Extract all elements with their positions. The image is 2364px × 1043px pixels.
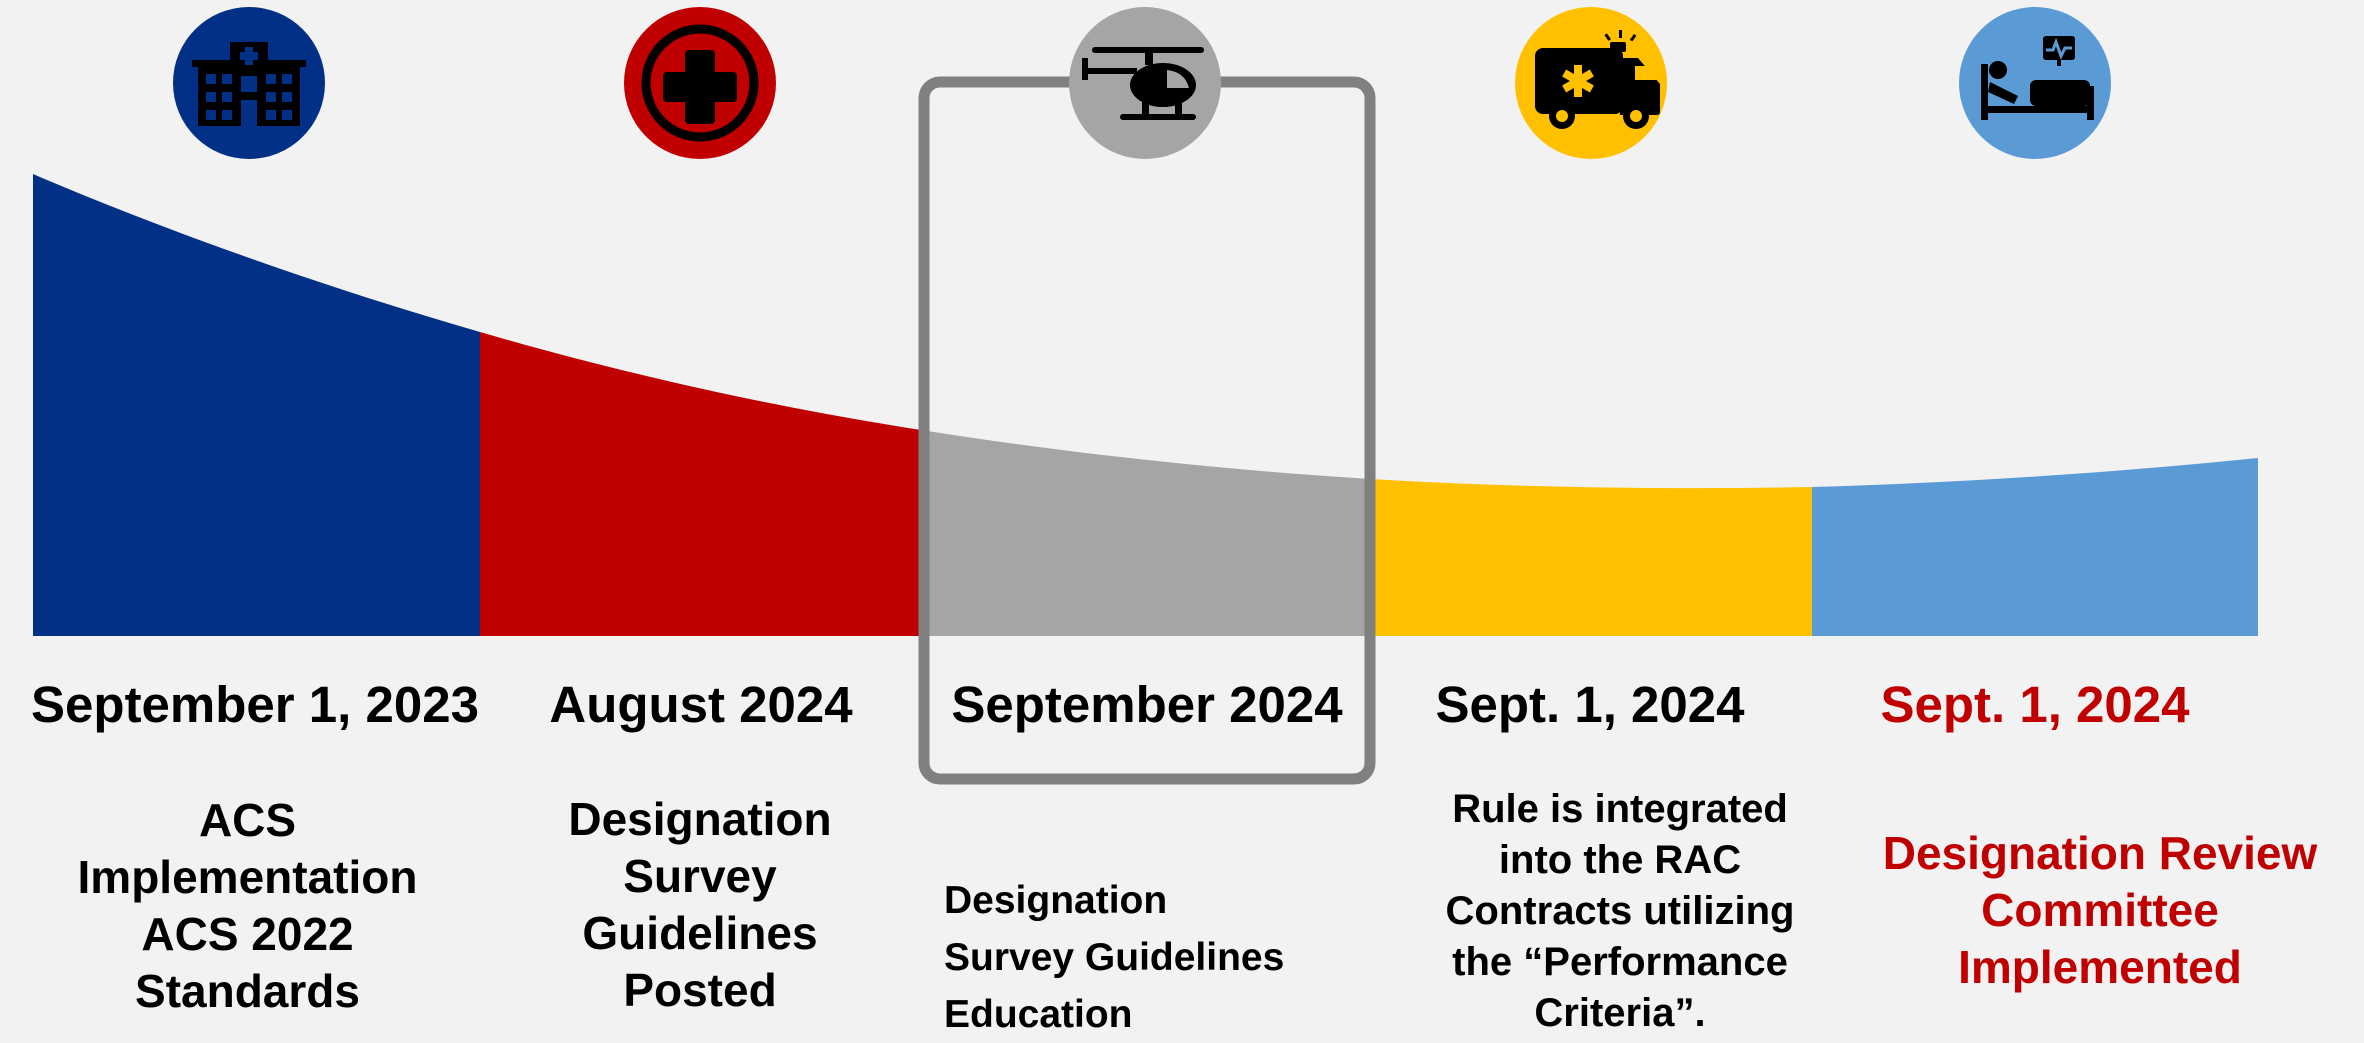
milestone-3-date: September 2024 [951, 676, 1343, 733]
milestone-1-date: September 1, 2023 [31, 676, 479, 733]
milestone-2-date: August 2024 [549, 676, 853, 733]
milestone-4-description: Rule is integrated into the RAC Contract… [1405, 784, 1835, 1039]
medical-cross-icon [624, 7, 776, 159]
band-2 [480, 332, 921, 636]
ambulance-icon [1515, 7, 1667, 159]
milestone-5-date: Sept. 1, 2024 [1880, 676, 2190, 733]
description-line: Criteria”. [1534, 991, 1706, 1035]
description-line: into the RAC [1498, 838, 1742, 882]
helicopter-icon [1069, 7, 1221, 159]
description-line: the “Performance [1452, 940, 1788, 984]
description-line: Designation [568, 793, 832, 845]
description-line: Standards [135, 965, 360, 1017]
milestone-5-description: Designation Review Committee Implemented [1858, 825, 2342, 996]
description-line: Designation [944, 879, 1168, 922]
milestone-3-description: Designation Survey Guidelines Education [944, 872, 1364, 1043]
description-line: Survey [623, 850, 777, 902]
description-line: Designation Review [1882, 827, 2318, 879]
description-line: Implemented [1958, 941, 2242, 993]
description-line: Committee [1981, 884, 2219, 936]
description-line: Guidelines [582, 907, 818, 959]
milestone-4-date: Sept. 1, 2024 [1435, 676, 1745, 733]
patient-bed-icon [1959, 7, 2111, 159]
description-line: Survey Guidelines [944, 936, 1285, 979]
milestone-1-description: ACS Implementation ACS 2022 Standards [20, 792, 475, 1020]
band-3 [921, 430, 1371, 636]
hospital-building-icon [173, 7, 325, 159]
band-4 [1371, 479, 1812, 636]
description-line: Rule is integrated [1452, 787, 1788, 831]
milestone-2-description: Designation Survey Guidelines Posted [500, 791, 900, 1019]
description-line: ACS 2022 [141, 908, 354, 960]
description-line: Education [944, 993, 1133, 1036]
description-line: ACS [198, 794, 297, 846]
band-5 [1812, 458, 2258, 636]
description-line: Contracts utilizing [1445, 889, 1795, 933]
band-1 [33, 174, 480, 636]
description-line: Implementation [77, 851, 418, 903]
description-line: Posted [623, 964, 777, 1016]
